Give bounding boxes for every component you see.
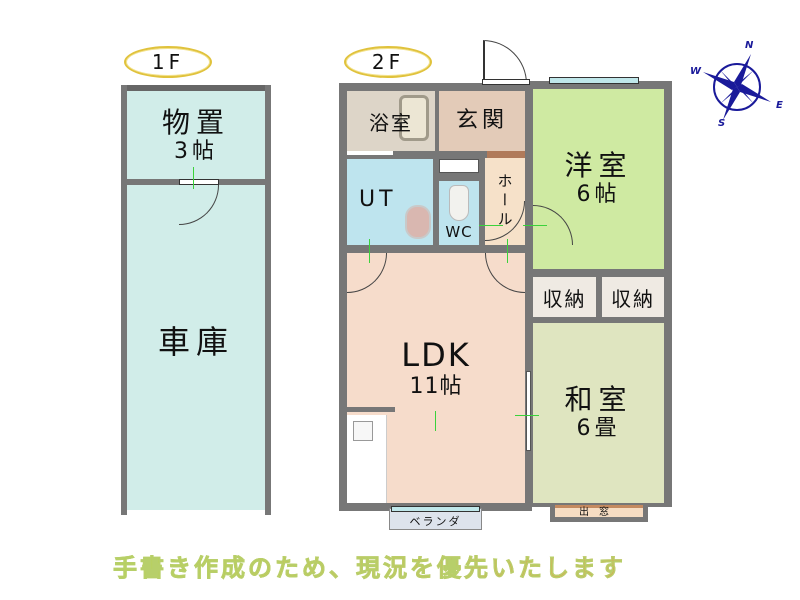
wall bbox=[219, 179, 271, 185]
kitchen-sink-icon bbox=[353, 421, 373, 441]
room-entrance-name: 玄関 bbox=[455, 107, 508, 133]
door-arrow-icon bbox=[193, 167, 194, 189]
window-western bbox=[549, 77, 639, 84]
floor-1-plan: 物置 3帖 車庫 bbox=[121, 85, 271, 515]
floor-1-tag: 1F bbox=[124, 46, 212, 78]
sink-icon bbox=[405, 205, 431, 239]
wall bbox=[347, 407, 395, 412]
floor-2-plan: 浴室 玄関 UT WC ホール 洋室 6帖 収納 収納 LDK 11帖 bbox=[339, 77, 672, 511]
compass-s: S bbox=[718, 118, 726, 129]
wall bbox=[265, 85, 271, 515]
step-edge bbox=[487, 151, 525, 158]
room-closet-right-name: 収納 bbox=[611, 286, 655, 311]
balcony: ベランダ bbox=[389, 508, 482, 530]
compass: N W E S bbox=[690, 40, 790, 130]
bath-door[interactable] bbox=[347, 151, 393, 155]
room-ldk: LDK 11帖 bbox=[347, 253, 525, 503]
compass-n: N bbox=[745, 40, 754, 51]
wall bbox=[121, 179, 179, 185]
floor-2-tag: 2F bbox=[344, 46, 432, 78]
room-japanese-name: 和室 bbox=[564, 382, 633, 416]
door-arrow-icon bbox=[507, 239, 508, 263]
room-western-size: 6帖 bbox=[576, 181, 621, 207]
door-arrow-icon bbox=[369, 239, 370, 263]
room-bath: 浴室 bbox=[347, 91, 435, 151]
room-toilet-name: WC bbox=[445, 223, 473, 241]
room-storage: 物置 3帖 bbox=[127, 91, 265, 181]
floor-1-label: 1F bbox=[151, 50, 185, 74]
door-arrow-icon bbox=[523, 225, 547, 226]
room-entrance: 玄関 bbox=[439, 91, 525, 151]
door-arrow-icon bbox=[515, 415, 539, 416]
room-storage-size: 3帖 bbox=[174, 138, 218, 164]
room-bath-name: 浴室 bbox=[369, 110, 413, 135]
door-arrow-icon bbox=[435, 411, 436, 431]
room-storage-name: 物置 bbox=[161, 105, 230, 139]
room-utility: UT bbox=[347, 159, 433, 245]
door-arrow-icon bbox=[479, 225, 503, 226]
compass-w: W bbox=[690, 66, 702, 77]
compass-e: E bbox=[776, 100, 783, 111]
room-closet-right: 収納 bbox=[602, 277, 664, 317]
room-ldk-name: LDK bbox=[401, 336, 471, 374]
bay-window: 出窓 bbox=[550, 505, 648, 522]
room-garage: 車庫 bbox=[127, 185, 265, 510]
room-toilet: WC bbox=[439, 181, 479, 245]
compass-rose-icon bbox=[703, 54, 771, 120]
floor-2-label: 2F bbox=[371, 50, 405, 74]
storage-door[interactable] bbox=[179, 179, 219, 185]
room-japanese-size: 6畳 bbox=[576, 415, 621, 441]
bay-window-name: 出窓 bbox=[555, 505, 643, 518]
room-japanese: 和室 6畳 bbox=[533, 323, 664, 503]
room-utility-name: UT bbox=[359, 187, 397, 212]
shelf bbox=[439, 159, 479, 173]
disclaimer-note: 手書き作成のため、現況を優先いたします bbox=[113, 548, 626, 583]
wall bbox=[121, 85, 271, 91]
window-balcony bbox=[391, 506, 480, 512]
entrance-door-swing bbox=[483, 40, 527, 84]
room-closet-left: 収納 bbox=[533, 277, 596, 317]
room-ldk-size: 11帖 bbox=[409, 373, 463, 399]
room-closet-left-name: 収納 bbox=[542, 286, 587, 311]
entrance-door[interactable] bbox=[482, 79, 530, 85]
room-western-name: 洋室 bbox=[564, 148, 633, 182]
balcony-name: ベランダ bbox=[409, 515, 462, 528]
room-garage-name: 車庫 bbox=[157, 323, 234, 362]
toilet-icon bbox=[449, 185, 469, 221]
wall bbox=[121, 85, 127, 515]
sliding-door[interactable] bbox=[526, 371, 531, 451]
bathtub-icon bbox=[399, 95, 429, 141]
